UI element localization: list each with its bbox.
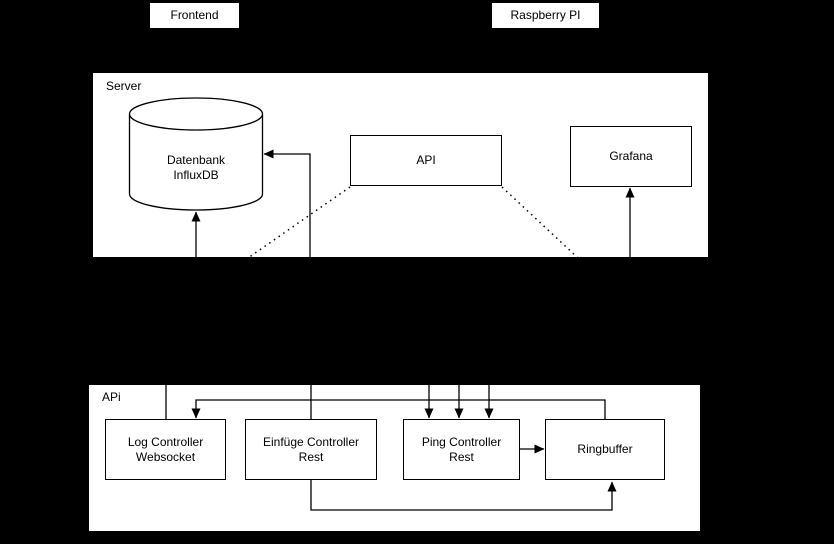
- ping-controller-label-line1: Ping Controller: [421, 434, 502, 449]
- einfuege-controller-label-line1: Einfüge Controller: [262, 434, 360, 449]
- database-label-line1: Datenbank: [166, 153, 226, 167]
- log-controller-node: Log Controller Websocket: [105, 419, 226, 480]
- api-node: API: [350, 135, 502, 186]
- frontend-node: Frontend: [149, 2, 240, 29]
- database-node-label: Datenbank InfluxDB: [129, 153, 263, 183]
- grafana-node: Grafana: [570, 126, 692, 187]
- database-label-line2: InfluxDB: [173, 168, 219, 182]
- log-controller-label-line2: Websocket: [135, 449, 196, 464]
- server-group-label: Server: [106, 79, 142, 93]
- api-group-label: APi: [102, 390, 121, 404]
- ping-controller-node: Ping Controller Rest: [403, 419, 520, 480]
- ping-controller-label-line2: Rest: [449, 449, 474, 464]
- ringbuffer-node: Ringbuffer: [545, 419, 665, 480]
- grafana-label: Grafana: [609, 149, 653, 163]
- ringbuffer-label: Ringbuffer: [577, 442, 633, 456]
- einfuege-controller-label-line2: Rest: [298, 449, 324, 464]
- raspberry-pi-label: Raspberry PI: [510, 8, 581, 22]
- log-controller-label-line1: Log Controller: [127, 434, 204, 449]
- einfuege-controller-node: Einfüge Controller Rest: [245, 419, 377, 480]
- frontend-label: Frontend: [170, 8, 219, 22]
- raspberry-pi-node: Raspberry PI: [491, 2, 600, 29]
- api-label: API: [416, 153, 436, 167]
